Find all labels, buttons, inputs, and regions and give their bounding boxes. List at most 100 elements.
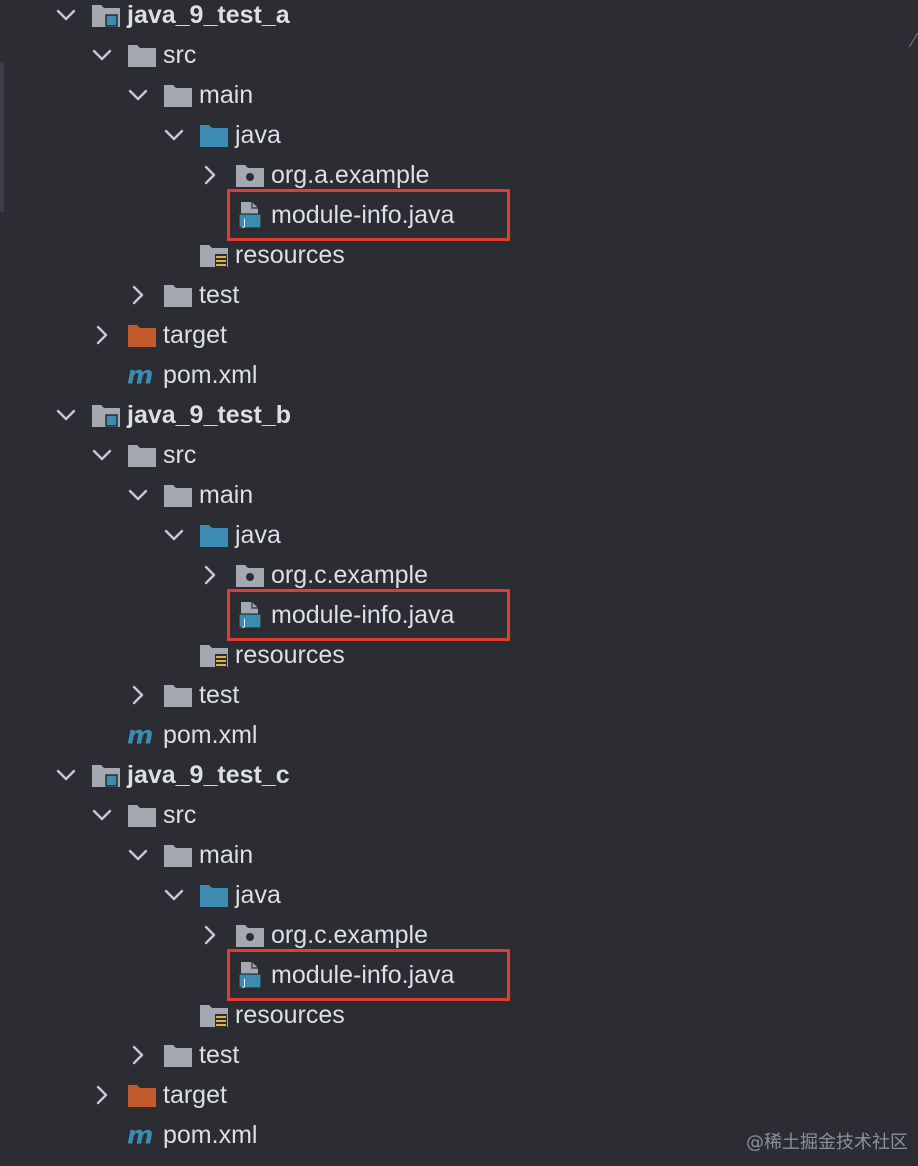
chevron-down-icon[interactable] bbox=[163, 124, 185, 146]
maven-icon: m bbox=[127, 721, 157, 749]
folder-icon bbox=[127, 801, 157, 829]
module-folder-icon bbox=[91, 761, 121, 789]
chevron-down-icon[interactable] bbox=[91, 44, 113, 66]
tree-item[interactable]: resources bbox=[0, 235, 918, 275]
excluded-folder-icon bbox=[127, 321, 157, 349]
tree-item[interactable]: org.c.example bbox=[0, 915, 918, 955]
chevron-right-icon[interactable] bbox=[91, 1084, 113, 1106]
tree-item[interactable]: java bbox=[0, 115, 918, 155]
chevron-down-icon[interactable] bbox=[55, 764, 77, 786]
chevron-down-icon[interactable] bbox=[91, 804, 113, 826]
tree-item-label: org.c.example bbox=[271, 561, 429, 589]
tree-item-label: test bbox=[199, 681, 240, 709]
tree-item-label: src bbox=[163, 441, 197, 469]
vertical-scrollbar[interactable] bbox=[0, 62, 4, 212]
module-folder-icon bbox=[91, 401, 121, 429]
tree-item[interactable]: java_9_test_c bbox=[0, 755, 918, 795]
tree-item-label: main bbox=[199, 81, 254, 109]
tree-item-label: test bbox=[199, 1041, 240, 1069]
chevron-down-icon[interactable] bbox=[127, 844, 149, 866]
svg-text:J: J bbox=[242, 618, 246, 629]
source-folder-icon bbox=[199, 521, 229, 549]
chevron-right-icon[interactable] bbox=[199, 164, 221, 186]
watermark: @稀土掘金技术社区 bbox=[746, 1132, 908, 1153]
tree-item-label: java bbox=[235, 121, 281, 149]
chevron-right-icon[interactable] bbox=[127, 684, 149, 706]
folder-icon bbox=[163, 481, 193, 509]
tree-item-label: main bbox=[199, 481, 254, 509]
tree-item[interactable]: test bbox=[0, 675, 918, 715]
tree-item-label: test bbox=[199, 281, 240, 309]
chevron-down-icon[interactable] bbox=[127, 84, 149, 106]
package-icon bbox=[235, 921, 265, 949]
tree-item-label: java_9_test_c bbox=[127, 761, 290, 789]
chevron-down-icon[interactable] bbox=[55, 404, 77, 426]
tree-item-label: module-info.java bbox=[271, 961, 455, 989]
tree-item[interactable]: test bbox=[0, 1035, 918, 1075]
tree-item[interactable]: resources bbox=[0, 635, 918, 675]
chevron-spacer bbox=[91, 364, 113, 386]
chevron-spacer bbox=[91, 724, 113, 746]
tree-item-label: target bbox=[163, 321, 227, 349]
source-folder-icon bbox=[199, 121, 229, 149]
tree-item[interactable]: src bbox=[0, 435, 918, 475]
chevron-down-icon[interactable] bbox=[127, 484, 149, 506]
tree-item[interactable]: java bbox=[0, 875, 918, 915]
chevron-right-icon[interactable] bbox=[199, 924, 221, 946]
tree-item[interactable]: target bbox=[0, 1075, 918, 1115]
chevron-spacer bbox=[199, 964, 221, 986]
tree-item-label: java_9_test_b bbox=[127, 401, 292, 429]
folder-icon bbox=[127, 41, 157, 69]
tree-item-label: src bbox=[163, 801, 197, 829]
chevron-spacer bbox=[199, 604, 221, 626]
tree-item[interactable]: main bbox=[0, 475, 918, 515]
tree-item-label: pom.xml bbox=[163, 721, 258, 749]
chevron-right-icon[interactable] bbox=[199, 564, 221, 586]
chevron-right-icon[interactable] bbox=[127, 1044, 149, 1066]
tree-item[interactable]: java bbox=[0, 515, 918, 555]
tree-item-label: module-info.java bbox=[271, 201, 455, 229]
tree-item[interactable]: src bbox=[0, 795, 918, 835]
tree-item-label: src bbox=[163, 41, 197, 69]
chevron-down-icon[interactable] bbox=[163, 524, 185, 546]
tree-item[interactable]: src bbox=[0, 35, 918, 75]
java-file-icon: J bbox=[235, 601, 265, 629]
tree-item[interactable]: main bbox=[0, 835, 918, 875]
chevron-right-icon[interactable] bbox=[127, 284, 149, 306]
chevron-down-icon[interactable] bbox=[163, 884, 185, 906]
scroll-edge-marker: ⁄ bbox=[912, 30, 916, 52]
tree-item-label: java bbox=[235, 521, 281, 549]
chevron-right-icon[interactable] bbox=[91, 324, 113, 346]
source-folder-icon bbox=[199, 881, 229, 909]
resources-folder-icon bbox=[199, 1001, 229, 1029]
tree-item[interactable]: target bbox=[0, 315, 918, 355]
svg-text:m: m bbox=[127, 361, 153, 389]
tree-item-label: main bbox=[199, 841, 254, 869]
folder-icon bbox=[127, 441, 157, 469]
tree-item[interactable]: test bbox=[0, 275, 918, 315]
svg-text:J: J bbox=[242, 218, 246, 229]
tree-item[interactable]: resources bbox=[0, 995, 918, 1035]
excluded-folder-icon bbox=[127, 1081, 157, 1109]
folder-icon bbox=[163, 681, 193, 709]
tree-item[interactable]: org.c.example bbox=[0, 555, 918, 595]
chevron-down-icon[interactable] bbox=[91, 444, 113, 466]
tree-item[interactable]: main bbox=[0, 75, 918, 115]
folder-icon bbox=[163, 1041, 193, 1069]
resources-folder-icon bbox=[199, 241, 229, 269]
chevron-down-icon[interactable] bbox=[55, 4, 77, 26]
tree-item[interactable]: org.a.example bbox=[0, 155, 918, 195]
tree-item[interactable]: java_9_test_a bbox=[0, 0, 918, 35]
maven-icon: m bbox=[127, 361, 157, 389]
package-icon bbox=[235, 561, 265, 589]
tree-item-label: java bbox=[235, 881, 281, 909]
tree-item[interactable]: java_9_test_b bbox=[0, 395, 918, 435]
tree-item-label: pom.xml bbox=[163, 1121, 258, 1149]
